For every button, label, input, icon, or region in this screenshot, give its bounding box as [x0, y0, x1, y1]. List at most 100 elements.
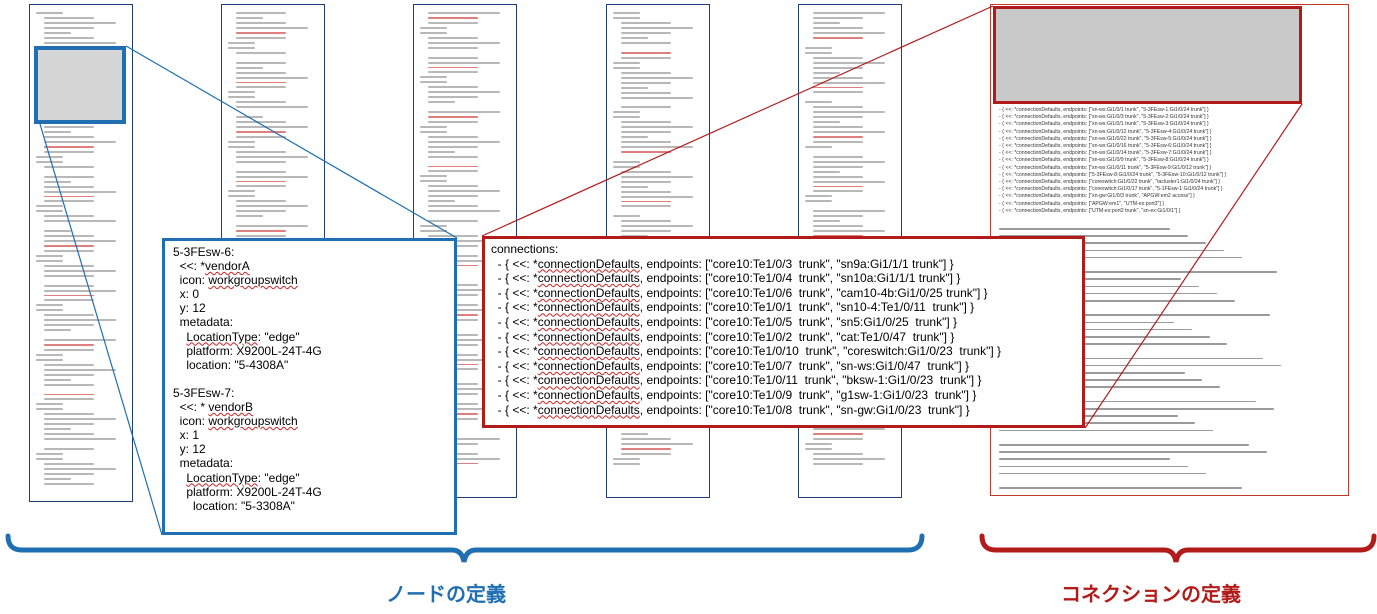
thumbnail-placeholder-line [236, 210, 286, 212]
thumbnail-placeholder-line [621, 86, 648, 89]
connection-line: - { <<: *connectionDefaults, endpoints: … [491, 402, 970, 417]
thumbnail-placeholder-line [428, 205, 478, 207]
thumbnail-placeholder-line [613, 111, 640, 113]
connection-page-placeholder-line [999, 285, 1199, 288]
thumbnail-placeholder-line [428, 358, 500, 361]
thumbnail-placeholder-line [228, 145, 255, 148]
thumbnail-placeholder-line [805, 46, 832, 49]
thumbnail-placeholder-line [621, 106, 671, 108]
thumbnail-placeholder-line [44, 344, 94, 346]
thumbnail-placeholder-line [428, 135, 478, 138]
thumbnail-placeholder-line [813, 17, 863, 19]
connection-line: - { <<: *connectionDefaults, endpoints: … [491, 373, 982, 388]
thumbnail-placeholder-line [428, 66, 478, 68]
connection-page-line: - { <<: *connectionDefaults, endpoints: … [999, 121, 1209, 128]
connection-page-line: - { <<: *connectionDefaults, endpoints: … [999, 135, 1212, 142]
thumbnail-placeholder-line [813, 27, 863, 29]
connection-line: - { <<: *connectionDefaults, endpoints: … [491, 358, 969, 373]
thumbnail-placeholder-line [813, 32, 885, 34]
thumbnail-placeholder-line [36, 309, 63, 311]
thumbnail-placeholder-line [236, 76, 308, 79]
connection-page-placeholder-line [999, 235, 1189, 237]
connection-page-placeholder-line [999, 249, 1224, 252]
thumbnail-placeholder-line [813, 121, 840, 123]
thumbnail-placeholder-line [36, 254, 63, 257]
thumbnail-placeholder-line [236, 150, 286, 153]
connection-page-placeholder-line [999, 372, 1185, 374]
thumbnail-placeholder-line [44, 131, 71, 133]
thumbnail-placeholder-line [428, 101, 455, 103]
thumbnail-placeholder-line [813, 170, 840, 173]
thumbnail-placeholder-line [44, 141, 116, 143]
node-definition-caption: ノードの定義 [386, 584, 506, 606]
thumbnail-placeholder-line [44, 284, 94, 287]
thumbnail-placeholder-line [428, 170, 478, 172]
thumbnail-placeholder-line [44, 418, 116, 420]
connection-page-placeholder-line [999, 400, 1257, 403]
thumbnail-placeholder-line [428, 259, 500, 262]
thumbnail-placeholder-line [813, 12, 885, 14]
node-callout-line-bottom [39, 123, 163, 536]
thumbnail-placeholder-line [813, 56, 863, 59]
thumbnail-placeholder-line [813, 215, 863, 217]
thumbnail-placeholder-line [236, 205, 308, 207]
thumbnail-placeholder-line [44, 220, 116, 222]
thumbnail-placeholder-line [613, 165, 640, 168]
thumbnail-placeholder-line [236, 126, 308, 128]
thumbnail-placeholder-line [428, 86, 478, 88]
node-definition-line: platform: X9200L-24T-4G [173, 484, 322, 499]
connection-highlight-region [993, 6, 1302, 104]
connection-page-placeholder-line [999, 242, 1207, 244]
thumbnail-placeholder-line [44, 37, 94, 39]
connection-line: - { <<: *connectionDefaults, endpoints: … [491, 314, 958, 329]
connection-page-placeholder-line [999, 422, 1196, 424]
thumbnail-placeholder-line [621, 27, 693, 29]
thumbnail-placeholder-line [813, 22, 840, 24]
thumbnail-placeholder-line [621, 136, 648, 138]
connection-page-placeholder-line [999, 271, 1278, 273]
connection-page-line: - { <<: *connectionDefaults, endpoints: … [999, 128, 1212, 135]
thumbnail-placeholder-line [236, 17, 263, 19]
thumbnail-placeholder-line [621, 22, 671, 24]
thumbnail-placeholder-line [36, 408, 63, 410]
node-definition-line: y: 12 [173, 442, 206, 457]
thumbnail-placeholder-line [621, 146, 693, 148]
node-definition-line: location: "5-4308A" [173, 357, 289, 372]
thumbnail-placeholder-line [236, 155, 308, 158]
thumbnail-placeholder-line [36, 452, 63, 455]
thumbnail-placeholder-line [44, 274, 94, 277]
node-brace [5, 533, 925, 563]
thumbnail-placeholder-line [236, 61, 286, 64]
thumbnail-placeholder-line [813, 71, 840, 74]
thumbnail-placeholder-line [428, 155, 478, 158]
connection-page-placeholder-line [999, 364, 1282, 367]
thumbnail-placeholder-line [428, 150, 455, 153]
thumbnail-placeholder-line [236, 12, 286, 14]
thumbnail-placeholder-line [428, 185, 478, 187]
connection-page-line: - { <<: *connectionDefaults, endpoints: … [999, 200, 1164, 207]
thumbnail-placeholder-line [236, 175, 308, 178]
thumbnail-placeholder-line [428, 116, 478, 118]
thumbnail-placeholder-line [613, 66, 640, 69]
thumbnail-placeholder-line [813, 175, 863, 178]
thumbnail-placeholder-line [813, 220, 840, 222]
thumbnail-placeholder-line [44, 319, 116, 321]
thumbnail-placeholder-line [44, 264, 94, 267]
connection-page-placeholder-line [999, 458, 1171, 460]
thumbnail-placeholder-line [236, 135, 286, 138]
thumbnail-placeholder-line [44, 413, 94, 415]
thumbnail-placeholder-line [813, 433, 863, 435]
thumbnail-placeholder-line [428, 96, 478, 98]
connections-header: connections: [491, 242, 559, 256]
connection-line: - { <<: *connectionDefaults, endpoints: … [491, 285, 988, 300]
thumbnail-placeholder-line [236, 66, 263, 69]
thumbnail-placeholder-line [44, 482, 94, 485]
thumbnail-placeholder-line [428, 17, 478, 19]
thumbnail-placeholder-line [613, 12, 640, 14]
thumbnail-placeholder-line [805, 145, 832, 148]
thumbnail-placeholder-line [420, 175, 447, 177]
thumbnail-placeholder-line [44, 467, 116, 470]
thumbnail-placeholder-line [44, 378, 71, 381]
connection-page-line: - { <<: *connectionDefaults, endpoints: … [999, 107, 1209, 113]
